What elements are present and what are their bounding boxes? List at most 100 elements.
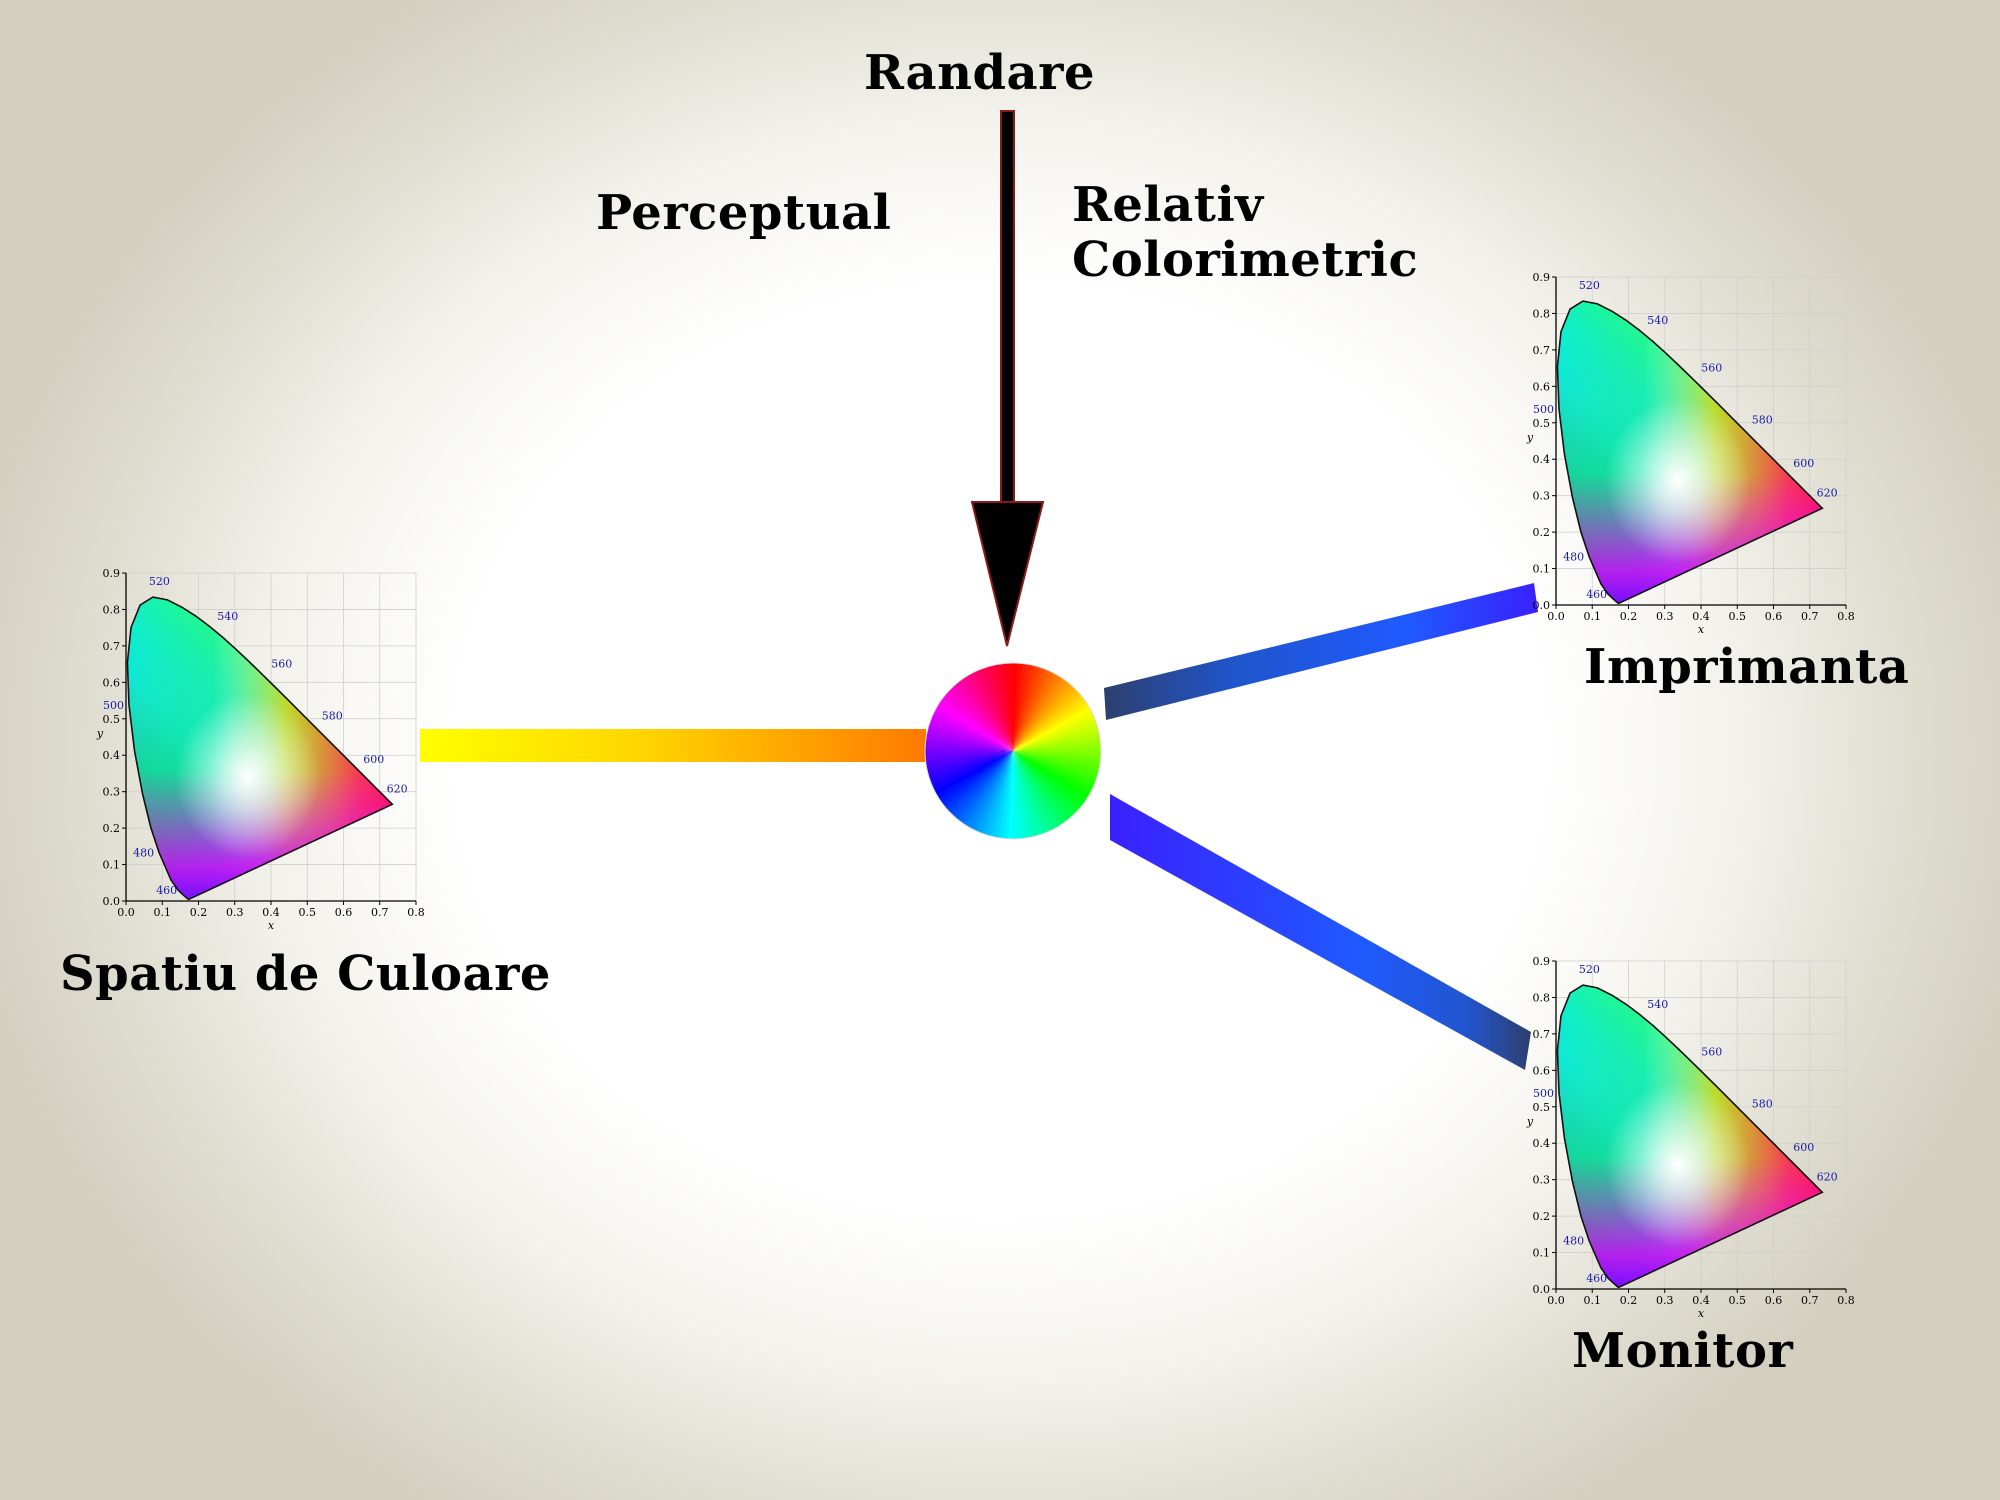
wavelength-label: 600 [1793, 457, 1814, 470]
wheel-wedge [1013, 705, 1096, 751]
wheel-wedge [1013, 693, 1088, 751]
y-tick-label: 0.0 [1533, 599, 1551, 612]
y-tick-label: 0.9 [1533, 955, 1551, 968]
y-tick-label: 0.9 [103, 567, 121, 580]
wheel-wedge [1012, 751, 1018, 839]
y-tick-label: 0.5 [1533, 1101, 1551, 1114]
y-tick-label: 0.5 [1533, 417, 1551, 430]
monitor-label: Monitor [1572, 1323, 1794, 1379]
wheel-wedge [931, 704, 1013, 751]
relative-colorimetric-line1: Relativ [1072, 177, 1264, 233]
wavelength-label: 600 [363, 753, 384, 766]
x-tick-label: 0.8 [1837, 610, 1855, 623]
wavelength-label: 500 [1533, 403, 1554, 416]
wheel-wedge [993, 663, 1013, 751]
wavelength-label: 620 [1817, 1171, 1838, 1184]
wheel-wedge [947, 681, 1013, 751]
x-tick-label: 0.8 [407, 906, 425, 919]
wheel-wedge [925, 751, 1013, 766]
wavelength-label: 460 [1586, 588, 1607, 601]
y-tick-label: 0.8 [1533, 307, 1551, 320]
wheel-wedge [925, 751, 1013, 784]
wheel-wedge [955, 676, 1013, 751]
y-tick-label: 0.0 [1533, 1283, 1551, 1296]
wavelength-label: 480 [133, 847, 154, 860]
x-tick-label: 0.1 [154, 906, 172, 919]
wheel-wedge [1013, 746, 1101, 752]
wheel-wedge [947, 751, 1013, 820]
monitor-bar [1110, 794, 1531, 1070]
wheel-wedge [944, 685, 1013, 751]
wheel-wedge [1013, 727, 1101, 751]
wheel-wedge [1013, 751, 1051, 838]
wheel-wedge [925, 750, 1013, 756]
wheel-wedge [989, 663, 1013, 751]
y-tick-label: 0.7 [1533, 1028, 1551, 1041]
wavelength-label: 540 [1647, 314, 1668, 327]
wheel-wedge [932, 751, 1013, 802]
rendering-arrow [970, 110, 1045, 647]
wavelength-label: 520 [149, 575, 170, 588]
y-tick-label: 0.4 [1533, 1137, 1551, 1150]
wheel-wedge [1013, 689, 1086, 751]
wheel-wedge [1013, 666, 1056, 751]
wheel-wedge [1013, 751, 1059, 834]
wheel-wedge [1013, 700, 1094, 751]
y-tick-label: 0.1 [103, 859, 121, 872]
wheel-wedge [954, 751, 1013, 826]
wheel-wedge [1013, 709, 1098, 751]
x-tick-label: 0.6 [1765, 1294, 1783, 1307]
x-tick-label: 0.0 [1547, 1294, 1565, 1307]
input-bar [420, 729, 926, 762]
y-tick-label: 0.2 [1533, 1210, 1551, 1223]
x-tick-label: 0.7 [371, 906, 389, 919]
y-tick-label: 0.3 [103, 786, 121, 799]
y-axis-label: y [96, 727, 104, 740]
x-tick-label: 0.5 [1729, 1294, 1747, 1307]
x-tick-label: 0.0 [117, 906, 135, 919]
spectral-locus [1556, 300, 1824, 605]
y-tick-label: 0.3 [1533, 1174, 1551, 1187]
spectral-locus [126, 596, 394, 901]
y-tick-label: 0.1 [1533, 1247, 1551, 1260]
wheel-wedge [1013, 673, 1068, 751]
wheel-wedge [950, 751, 1013, 823]
x-tick-label: 0.2 [1620, 610, 1638, 623]
wheel-wedge [1013, 722, 1101, 751]
wheel-wedge [1013, 751, 1068, 829]
wavelength-label: 520 [1579, 279, 1600, 292]
wavelength-label: 560 [271, 657, 292, 670]
wheel-wedge [1013, 751, 1085, 814]
x-tick-label: 0.5 [1729, 610, 1747, 623]
y-tick-label: 0.5 [103, 713, 121, 726]
x-tick-label: 0.1 [1584, 610, 1602, 623]
y-tick-label: 0.0 [103, 895, 121, 908]
wheel-wedge [1013, 751, 1075, 824]
x-axis-label: x [268, 919, 275, 932]
wheel-wedge [1013, 751, 1095, 798]
wheel-wedge [928, 751, 1013, 793]
y-tick-label: 0.1 [1533, 563, 1551, 576]
wavelength-label: 580 [1752, 1098, 1773, 1111]
x-tick-label: 0.4 [262, 906, 280, 919]
relative-colorimetric-line2: Colorimetric [1072, 232, 1419, 288]
wheel-wedge [935, 751, 1013, 806]
wavelength-label: 500 [1533, 1087, 1554, 1100]
y-axis-label: y [1526, 1115, 1534, 1128]
x-tick-label: 0.5 [299, 906, 317, 919]
wheel-wedge [1013, 679, 1076, 751]
y-tick-label: 0.8 [103, 603, 121, 616]
wheel-wedge [966, 751, 1013, 833]
x-axis-label: x [1698, 1307, 1705, 1320]
color-space-label: Spatiu de Culoare [60, 946, 551, 1002]
x-tick-label: 0.0 [1547, 610, 1565, 623]
wavelength-label: 540 [1647, 998, 1668, 1011]
wavelength-label: 560 [1701, 361, 1722, 374]
y-axis-label: y [1526, 431, 1534, 444]
wheel-wedge [1008, 663, 1014, 751]
